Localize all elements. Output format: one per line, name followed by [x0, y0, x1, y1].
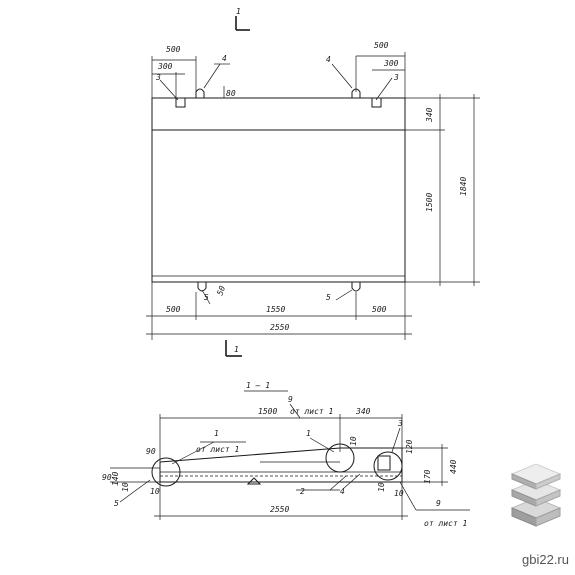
- section-dim-90-left: 90: [102, 473, 112, 482]
- support-triangle: [246, 477, 262, 485]
- section-dim-bottom: 2550: [270, 505, 289, 514]
- section-dim-10-c: 10: [349, 436, 358, 446]
- embedded-plate-left: [175, 97, 186, 108]
- section-ref-sheet-bottom: от лист 1: [424, 519, 467, 528]
- section-dim-10-e: 10: [394, 489, 404, 498]
- section-dim-340: 340: [355, 407, 371, 416]
- section-dim-10-d: 10: [377, 482, 386, 492]
- stacked-slabs-icon: [510, 463, 562, 527]
- lifting-loop-bottom-right: [351, 282, 361, 292]
- section-title: 1 — 1: [246, 381, 270, 390]
- section-dim-170: 170: [423, 469, 432, 484]
- section-dim-90-top: 90: [146, 447, 156, 456]
- section-dim-140: 140: [111, 471, 120, 486]
- dim-1500: 1500: [425, 193, 434, 212]
- plan-view: 1 1 500 300 3 4 80 500 300: [146, 7, 480, 357]
- section-callout-4: 4: [340, 487, 345, 496]
- section-dim-10-b: 10: [150, 487, 160, 496]
- callout-5-left: 5: [204, 293, 209, 302]
- section-callout-1-mid: 1: [306, 429, 311, 438]
- detail-circle-mid: [325, 443, 355, 473]
- section-callout-9: 9: [288, 395, 293, 404]
- section-dim-120: 120: [405, 439, 414, 454]
- dim-overall: 2550: [270, 323, 289, 332]
- embedded-insert: [377, 455, 391, 471]
- section-callout-5: 5: [114, 499, 119, 508]
- section-mark-bottom-label: 1: [234, 345, 239, 354]
- dim-50: 50: [215, 284, 227, 296]
- dim-top-right-300: 300: [383, 59, 399, 68]
- callout-4-left: 4: [222, 54, 227, 63]
- section-view: 1 — 1 1500 от лист 1 340 9 1 от лист 1 9…: [102, 381, 470, 528]
- callout-3-left: 3: [155, 73, 161, 82]
- section-callout-9-bottom: 9: [436, 499, 441, 508]
- section-callout-1-left: 1: [214, 429, 219, 438]
- detail-circle-right: [373, 451, 403, 481]
- section-callout-3: 3: [397, 419, 403, 428]
- section-callout-2: 2: [300, 487, 305, 496]
- callout-5-right: 5: [326, 293, 331, 302]
- dim-1840: 1840: [459, 177, 468, 196]
- section-dim-1500: 1500: [258, 407, 277, 416]
- dim-80: 80: [226, 89, 236, 98]
- section-ref-sheet-left: от лист 1: [196, 445, 239, 454]
- dim-top-left-300: 300: [157, 62, 173, 71]
- dim-bottom-500-left: 500: [166, 305, 181, 314]
- detail-circle-left: [151, 457, 181, 487]
- section-mark-top-label: 1: [236, 7, 241, 16]
- dim-bottom-500-right: 500: [372, 305, 387, 314]
- lifting-loop-left: [195, 88, 205, 98]
- callout-4-right: 4: [326, 55, 331, 64]
- dim-top-right-500: 500: [374, 41, 389, 50]
- section-dim-440: 440: [449, 459, 458, 474]
- watermark-text: gbi22.ru: [522, 552, 569, 567]
- dim-top-left-500: 500: [166, 45, 181, 54]
- embedded-plate-right: [371, 97, 382, 108]
- lifting-loop-bottom-left: [197, 282, 207, 292]
- callout-3-right: 3: [393, 73, 399, 82]
- section-dim-10-a: 10: [121, 482, 130, 492]
- slab-outline: [151, 97, 406, 283]
- dim-1550: 1550: [266, 305, 285, 314]
- dim-340: 340: [425, 107, 434, 123]
- section-ref-sheet-top: от лист 1: [290, 407, 333, 416]
